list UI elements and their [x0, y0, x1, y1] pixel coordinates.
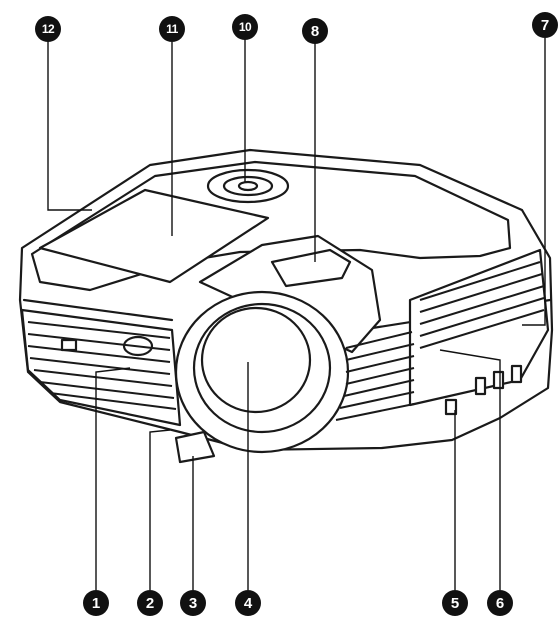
callout-3: 3 — [180, 590, 206, 616]
lens-glass — [200, 306, 312, 414]
adjuster-foot — [174, 430, 216, 464]
leader-12 — [47, 40, 92, 211]
callout-1: 1 — [83, 590, 109, 616]
leader-1 — [95, 367, 131, 590]
callout-5: 5 — [442, 590, 468, 616]
front-panel — [20, 308, 182, 427]
callout-6: 6 — [487, 590, 513, 616]
lamp-cover — [38, 188, 270, 284]
leader-6 — [439, 349, 501, 590]
callout-7: 7 — [532, 12, 558, 38]
callout-2: 2 — [137, 590, 163, 616]
callout-10: 10 — [232, 14, 258, 40]
callout-12: 12 — [35, 16, 61, 42]
callout-11: 11 — [159, 16, 185, 42]
leader-7 — [522, 38, 546, 326]
leader-2 — [149, 429, 171, 590]
zoom-ring — [270, 248, 352, 288]
callout-8: 8 — [302, 18, 328, 44]
callout-4: 4 — [235, 590, 261, 616]
